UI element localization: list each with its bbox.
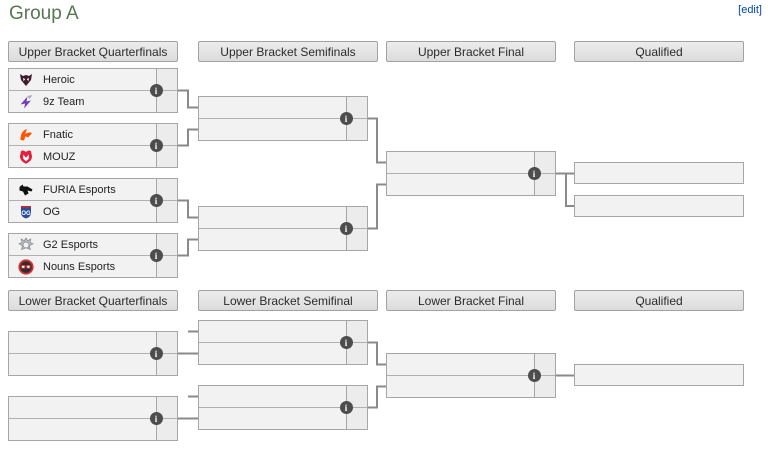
team-name[interactable]: Fnatic [43, 128, 73, 141]
svg-text:OG: OG [21, 211, 31, 217]
team-row-empty [9, 397, 177, 419]
fnatic-logo-icon [9, 127, 43, 143]
match-info-icon[interactable]: i [339, 112, 353, 125]
team-row-empty [9, 419, 177, 440]
score-cell [156, 397, 177, 418]
score-cell [156, 234, 177, 255]
team-name[interactable]: Nouns Esports [43, 260, 116, 273]
header-lower-qualified: Qualified [574, 290, 744, 311]
team-row-empty [9, 332, 177, 354]
score-cell [346, 119, 367, 140]
furia-logo-icon [9, 182, 43, 198]
score-cell [346, 207, 367, 228]
team-row-empty [199, 119, 367, 140]
team-row-empty [199, 229, 367, 250]
match-ub-quarterfinal-2: Fnatic MOUZ [8, 123, 178, 168]
score-cell [534, 354, 555, 375]
g2-esports-logo-icon [9, 236, 43, 253]
score-cell [346, 97, 367, 118]
team-row-empty [199, 386, 367, 408]
score-cell [534, 376, 555, 397]
team-row-empty [387, 376, 555, 397]
team-row-empty [199, 321, 367, 343]
9z-team-logo-icon [9, 94, 43, 110]
page-title: Group A [9, 3, 79, 24]
match-info-icon[interactable]: i [339, 222, 353, 235]
mouz-logo-icon [9, 149, 43, 165]
match-info-icon[interactable]: i [149, 347, 163, 360]
header-upper-quarterfinals: Upper Bracket Quarterfinals [8, 41, 178, 62]
header-lower-semifinal: Lower Bracket Semifinal [198, 290, 378, 311]
team-name[interactable]: MOUZ [43, 150, 76, 163]
team-row-empty [387, 174, 555, 195]
heroic-logo-icon [9, 72, 43, 88]
team-name[interactable]: FURIA Esports [43, 183, 116, 196]
team-row-nouns-esports[interactable]: Nouns Esports [9, 256, 177, 277]
team-row-g2-esports[interactable]: G2 Esports [9, 234, 177, 256]
team-row-furia[interactable]: FURIA Esports [9, 179, 177, 201]
header-lower-quarterfinals: Lower Bracket Quarterfinals [8, 290, 178, 311]
score-cell [156, 201, 177, 222]
nouns-esports-logo-icon [9, 258, 43, 275]
score-cell [346, 229, 367, 250]
score-cell [156, 419, 177, 440]
team-row-empty [199, 97, 367, 119]
match-info-icon[interactable]: i [149, 412, 163, 425]
match-info-icon[interactable]: i [527, 167, 541, 180]
score-cell [156, 332, 177, 353]
score-cell [346, 321, 367, 342]
qualified-slot-2 [574, 195, 744, 217]
team-name[interactable]: 9z Team [43, 95, 85, 108]
team-name[interactable]: OG [43, 205, 61, 218]
edit-link[interactable]: [edit] [738, 4, 762, 16]
match-info-icon[interactable]: i [149, 249, 163, 262]
team-row-fnatic[interactable]: Fnatic [9, 124, 177, 146]
og-logo-icon: OG [9, 204, 43, 220]
score-cell [346, 343, 367, 364]
score-cell [534, 174, 555, 195]
team-name[interactable]: G2 Esports [43, 238, 99, 251]
team-row-empty [387, 354, 555, 376]
score-cell [156, 256, 177, 277]
qualified-slot-3 [574, 364, 744, 386]
match-ub-quarterfinal-4: G2 Esports Nouns Esports [8, 233, 178, 278]
header-lower-final: Lower Bracket Final [386, 290, 556, 311]
match-info-icon[interactable]: i [149, 139, 163, 152]
header-upper-final: Upper Bracket Final [386, 41, 556, 62]
qualified-slot-1 [574, 162, 744, 184]
header-upper-qualified: Qualified [574, 41, 744, 62]
match-info-icon[interactable]: i [149, 194, 163, 207]
team-row-empty [199, 408, 367, 429]
team-row-og[interactable]: OG OG [9, 201, 177, 222]
score-cell [156, 146, 177, 167]
team-row-heroic[interactable]: Heroic [9, 69, 177, 91]
team-name[interactable]: Heroic [43, 73, 75, 86]
match-info-icon[interactable]: i [339, 336, 353, 349]
score-cell [156, 69, 177, 90]
team-row-empty [9, 354, 177, 375]
score-cell [534, 152, 555, 173]
team-row-empty [199, 343, 367, 364]
team-row-9z-team[interactable]: 9z Team [9, 91, 177, 112]
score-cell [156, 91, 177, 112]
score-cell [156, 354, 177, 375]
score-cell [346, 408, 367, 429]
team-row-empty [387, 152, 555, 174]
match-info-icon[interactable]: i [339, 401, 353, 414]
match-info-icon[interactable]: i [149, 84, 163, 97]
score-cell [156, 179, 177, 200]
match-info-icon[interactable]: i [527, 369, 541, 382]
header-upper-semifinals: Upper Bracket Semifinals [198, 41, 378, 62]
score-cell [156, 124, 177, 145]
team-row-mouz[interactable]: MOUZ [9, 146, 177, 167]
score-cell [346, 386, 367, 407]
team-row-empty [199, 207, 367, 229]
